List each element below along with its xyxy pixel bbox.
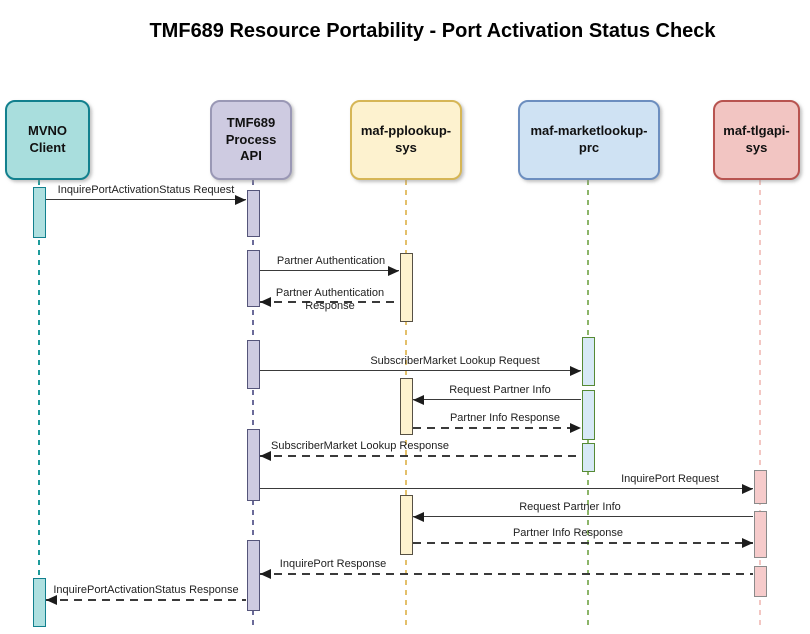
arrowhead-icon: [742, 538, 753, 548]
lifeline-tmf689-process-api: [252, 180, 254, 630]
message-line: [260, 488, 753, 489]
message-label: Partner Info Response: [512, 527, 624, 539]
activation-bar-tmf689-process-api: [246, 250, 260, 307]
participant-tmf689-process-api: TMF689 Process API: [210, 100, 292, 180]
activation-bar-mvno-client: [32, 578, 46, 627]
arrowhead-icon: [260, 297, 271, 307]
message-label: InquirePort Response: [279, 558, 387, 570]
arrowhead-icon: [570, 423, 581, 433]
participant-mvno-client: MVNO Client: [5, 100, 90, 180]
participant-maf-marketlookup-prc: maf-marketlookup-prc: [518, 100, 660, 180]
arrowhead-icon: [46, 595, 57, 605]
message-label: SubscriberMarket Lookup Response: [271, 440, 449, 452]
activation-bar-maf-marketlookup-prc: [581, 390, 595, 440]
message-line: [260, 573, 753, 575]
activation-bar-tmf689-process-api: [246, 429, 260, 501]
diagram-title: TMF689 Resource Portability - Port Activ…: [149, 20, 716, 42]
participant-maf-tlgapi-sys: maf-tlgapi-sys: [713, 100, 800, 180]
activation-bar-maf-marketlookup-prc: [581, 443, 595, 472]
activation-bar-maf-pplookup-sys: [399, 253, 413, 322]
activation-bar-maf-tlgapi-sys: [753, 566, 767, 597]
message-line: [413, 399, 581, 400]
participant-maf-pplookup-sys: maf-pplookup-sys: [350, 100, 462, 180]
arrowhead-icon: [413, 395, 424, 405]
message-line: [413, 427, 581, 429]
activation-bar-maf-tlgapi-sys: [753, 511, 767, 558]
activation-bar-maf-pplookup-sys: [399, 495, 413, 555]
arrowhead-icon: [260, 451, 271, 461]
message-label: Request Partner Info: [519, 501, 621, 513]
arrowhead-icon: [413, 512, 424, 522]
message-label: SubscriberMarket Lookup Request: [370, 355, 540, 367]
arrowhead-icon: [260, 569, 271, 579]
arrowhead-icon: [235, 195, 246, 205]
message-line: [260, 455, 581, 457]
activation-bar-tmf689-process-api: [246, 540, 260, 611]
message-label: InquirePortActivationStatus Request: [57, 184, 235, 196]
arrowhead-icon: [388, 266, 399, 276]
lifeline-maf-tlgapi-sys: [759, 180, 761, 630]
message-line: [413, 516, 753, 517]
activation-bar-maf-pplookup-sys: [399, 378, 413, 435]
activation-bar-mvno-client: [32, 187, 46, 238]
activation-bar-tmf689-process-api: [246, 190, 260, 237]
message-line: [413, 542, 753, 544]
lifeline-mvno-client: [38, 180, 40, 630]
activation-bar-maf-marketlookup-prc: [581, 337, 595, 386]
message-line: [260, 370, 581, 371]
message-label: Partner Authentication: [276, 255, 386, 267]
activation-bar-maf-tlgapi-sys: [753, 470, 767, 504]
message-label: Partner Authentication Response: [275, 287, 385, 312]
arrowhead-icon: [570, 366, 581, 376]
message-label: Request Partner Info: [449, 384, 551, 396]
message-line: [260, 301, 399, 303]
activation-bar-tmf689-process-api: [246, 340, 260, 389]
message-line: [46, 599, 246, 601]
message-label: Partner Info Response: [449, 412, 561, 424]
arrowhead-icon: [742, 484, 753, 494]
message-line: [46, 199, 246, 200]
message-line: [260, 270, 399, 271]
